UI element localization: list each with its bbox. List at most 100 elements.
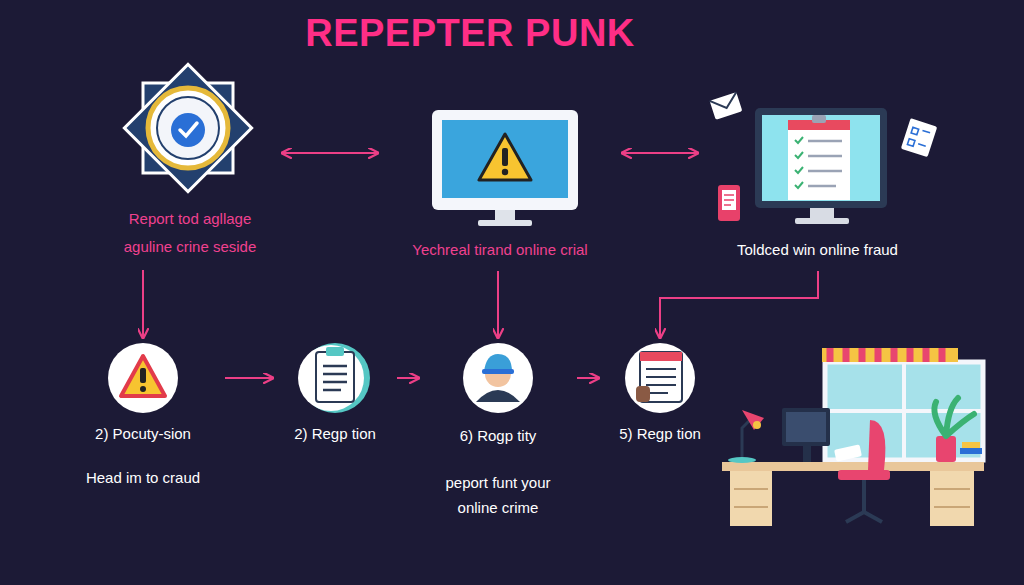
checklist-monitor-icon-part [812, 115, 826, 123]
checklist-monitor-icon-part-part [907, 127, 930, 150]
clipboard-circle-icon-part [298, 345, 364, 411]
person-circle-icon-part [476, 390, 520, 402]
desk-illustration-part [868, 420, 885, 470]
checklist-monitor-icon-part [718, 185, 740, 221]
warning-circle-icon [108, 343, 178, 413]
warning-monitor-icon-part [502, 148, 508, 166]
badge-icon-part [180, 123, 197, 136]
step-node: 2) Regp tion [278, 343, 392, 449]
checklist-monitor-icon-part [808, 141, 842, 186]
diagram-title: REPEPTER PUNK [0, 12, 940, 55]
warning-monitor-icon-part [432, 110, 578, 210]
clipboard-circle-icon-part [323, 366, 347, 390]
document-circle-icon [625, 343, 695, 413]
desk-illustration-part [962, 442, 980, 448]
flow-arrow [577, 377, 599, 379]
desk-illustration-part [934, 489, 970, 507]
checklist-monitor-icon-part-part [710, 92, 743, 120]
desk-illustration-part [846, 480, 882, 522]
checklist-monitor-icon-part-part [901, 118, 938, 157]
checklist-monitor-icon-part [722, 190, 736, 210]
warning-circle-icon-part [140, 368, 146, 383]
badge-icon-part [171, 113, 205, 147]
desk-illustration-part [722, 462, 984, 471]
desk-illustration-part [838, 470, 890, 480]
document-circle-icon-part [640, 352, 682, 361]
warning-monitor-icon-part [478, 220, 532, 226]
document-circle-icon-part [646, 369, 676, 393]
flow-arrow [660, 271, 818, 338]
desk-illustration-part [742, 410, 764, 430]
checklist-monitor-icon-part [795, 137, 803, 188]
step-node: Yechreal tirand online crial [383, 105, 617, 266]
checklist-monitor-icon-part [755, 108, 887, 208]
person-circle-icon-part [482, 369, 514, 374]
checklist-monitor-icon-part [724, 195, 734, 205]
clipboard-circle-icon-part [316, 352, 354, 402]
step-label: Report tod agllage aguline crine seside [103, 205, 277, 261]
warning-monitor-icon-part [502, 169, 508, 175]
checklist-monitor-icon-part [788, 120, 850, 200]
flow-arrow [142, 270, 144, 338]
checklist-monitor-icon [710, 92, 938, 224]
checklist-monitor-icon-part [762, 115, 880, 201]
desk-illustration-part [960, 448, 982, 454]
desk-illustration-part [786, 412, 826, 442]
badge-icon-part [157, 97, 219, 159]
checklist-monitor-icon-part [901, 118, 938, 157]
desk-illustration-part [936, 436, 956, 462]
clipboard-circle-icon [298, 343, 370, 413]
badge-icon [124, 64, 251, 191]
checklist-monitor-icon-part [795, 218, 849, 224]
step-description: peport funt your online crime [424, 470, 572, 520]
desk-illustration [722, 348, 984, 526]
desk-illustration-part [822, 348, 958, 362]
flow-arrow [282, 152, 378, 154]
flow-arrow [225, 377, 273, 379]
step-node: 6) Rogp tity peport funt your online crim… [424, 343, 572, 524]
step-label: 5) Regp tion [604, 423, 716, 445]
document-circle-icon-part [636, 386, 650, 402]
desk-illustration-part [830, 348, 942, 362]
desk-illustration-part [782, 408, 830, 446]
warning-circle-icon-part [140, 386, 146, 392]
desk-illustration-part [803, 446, 811, 462]
desk-illustration-part [934, 398, 974, 436]
checklist-monitor-icon-part [710, 92, 743, 120]
desk-illustration-part [825, 362, 983, 460]
document-circle-icon-part [625, 343, 695, 413]
desk-illustration-part [753, 421, 761, 429]
step-node: 5) Regp tion [604, 343, 716, 449]
checklist-monitor-icon-part-part [710, 92, 740, 112]
step-label: Toldced win online fraud [703, 238, 932, 262]
badge-icon-part [148, 88, 228, 168]
desk-illustration-part [825, 362, 983, 460]
flow-arrow [622, 152, 698, 154]
person-circle-icon-part [463, 343, 533, 413]
step-node: Report tod agllage aguline crine seside [103, 65, 277, 265]
clipboard-circle-icon-part [326, 347, 344, 356]
flow-arrow [497, 271, 499, 338]
flow-arrow [397, 377, 419, 379]
step-label: 2) Regp tion [278, 423, 392, 445]
warning-circle-icon-part [108, 343, 178, 413]
warning-monitor-icon-part [479, 134, 531, 180]
desk-illustration-part [730, 471, 772, 526]
badge-icon-part [124, 64, 251, 191]
person-circle-icon [463, 343, 533, 413]
connectors [143, 153, 818, 378]
warning-monitor-icon-part [442, 120, 568, 198]
desk-illustration-part [734, 489, 768, 507]
step-description: Head im to craud [66, 467, 220, 489]
desk-illustration-part [728, 457, 756, 463]
desk-illustration-part [834, 444, 862, 461]
step-node: 2) Pocuty-sionHead im to craud [66, 343, 220, 493]
step-label: Yechreal tirand online crial [383, 238, 617, 262]
warning-monitor-icon [432, 110, 578, 226]
desk-illustration-part [930, 471, 974, 526]
step-label: 6) Rogp tity [424, 423, 572, 448]
warning-circle-icon-part [121, 356, 165, 396]
